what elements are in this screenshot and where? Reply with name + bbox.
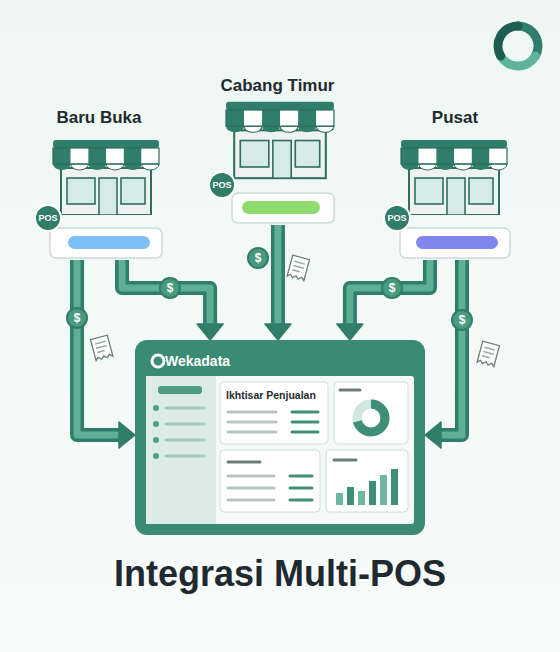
arrow-head [337, 324, 363, 340]
dashboard-monitor [334, 459, 356, 462]
dashboard-monitor [369, 481, 376, 505]
pos-card [400, 228, 510, 258]
pos-card [242, 201, 320, 214]
pos-card [68, 236, 150, 249]
dashboard-monitor [228, 476, 274, 500]
dashboard-monitor [358, 491, 365, 505]
arrow-shaft [122, 260, 210, 325]
dashboard-monitor [135, 340, 425, 535]
badge-circle [209, 172, 235, 198]
pos-card [416, 236, 498, 249]
dashboard-monitor [334, 382, 408, 444]
dashboard-monitor [391, 469, 398, 505]
pos-label: POS [383, 204, 411, 232]
dashboard-monitor [153, 421, 159, 427]
shop-illustration [226, 102, 334, 178]
receipt-icon [477, 341, 499, 366]
dashboard-monitor [292, 412, 318, 432]
dashboard-monitor [166, 408, 204, 456]
flow-arrow [122, 260, 223, 340]
dashboard-monitor [336, 493, 343, 505]
arrow-shaft [271, 225, 285, 325]
dashboard-monitor [153, 453, 159, 459]
brand-logo [491, 24, 538, 74]
dashboard-monitor [153, 437, 159, 443]
flow-arrow [337, 260, 430, 340]
card-heading: Ikhtisar Penjualan [220, 382, 328, 402]
arrow-head [197, 324, 223, 340]
store-name: Baru Buka [30, 108, 168, 128]
pos-badge: POS [34, 204, 62, 232]
dashboard-monitor [347, 487, 354, 505]
arrow-shaft [350, 260, 430, 325]
pos-badge: POS [383, 204, 411, 232]
dashboard-monitor [153, 405, 159, 411]
flow-arrow [425, 260, 462, 448]
dashboard-monitor [228, 412, 276, 432]
arrow-shaft [122, 260, 210, 325]
dashboard-monitor [326, 450, 408, 512]
shop-illustration [401, 140, 507, 215]
dashboard-monitor [290, 476, 312, 500]
arrow-head [119, 422, 135, 448]
receipt-icon [91, 255, 500, 366]
dashboard-monitor [228, 461, 260, 464]
coin-symbol: $ [159, 277, 181, 299]
dashboard-monitor [146, 376, 216, 524]
arrow-shaft [77, 260, 120, 435]
coin-symbol: $ [66, 307, 88, 329]
diagram-title: Integrasi Multi-POS [0, 552, 560, 596]
pos-card [232, 193, 334, 223]
arrow-shaft [274, 225, 281, 325]
arrow-head [265, 324, 291, 340]
dashboard-monitor [340, 389, 360, 392]
arrow-shaft [440, 260, 462, 435]
app-name: Wekadata [135, 340, 425, 369]
badge-circle [384, 205, 410, 231]
receipt-icon [287, 255, 309, 280]
store-node: PusatPOS [388, 108, 522, 260]
dashboard-monitor [152, 355, 164, 367]
receipt-icon [91, 335, 113, 360]
dashboard-monitor [357, 404, 385, 432]
summary-card: Ikhtisar Penjualan [220, 382, 328, 444]
arrow-shaft [77, 260, 120, 435]
arrow-shaft [350, 260, 430, 325]
brand-logo [518, 26, 538, 56]
coin-symbol: $ [247, 247, 269, 269]
dashboard-monitor [146, 376, 414, 524]
brand-logo [491, 24, 527, 56]
badge-circle [35, 205, 61, 231]
dashboard-monitor [220, 382, 328, 444]
store-node: Cabang TimurPOS [205, 76, 350, 225]
arrow-head [425, 422, 441, 448]
store-name: Cabang Timur [205, 76, 350, 96]
dashboard-monitor [220, 450, 320, 512]
coin-symbol: $ [451, 309, 473, 331]
dashboard-monitor [357, 404, 385, 432]
dashboard-monitor: WekadataIkhtisar Penjualan [135, 340, 425, 535]
shop-illustration [53, 140, 159, 215]
arrow-shaft [440, 260, 462, 435]
pos-badge: POS [208, 171, 236, 199]
dashboard-monitor [158, 386, 202, 394]
pos-label: POS [208, 171, 236, 199]
pos-label: POS [34, 204, 62, 232]
pos-card [50, 228, 162, 258]
dashboard-monitor [380, 475, 387, 505]
store-node: Baru BukaPOS [30, 108, 168, 260]
store-name: Pusat [388, 108, 522, 128]
flow-arrow [265, 225, 291, 340]
dashboard-monitor [135, 340, 425, 535]
coin-symbol: $ [381, 277, 403, 299]
